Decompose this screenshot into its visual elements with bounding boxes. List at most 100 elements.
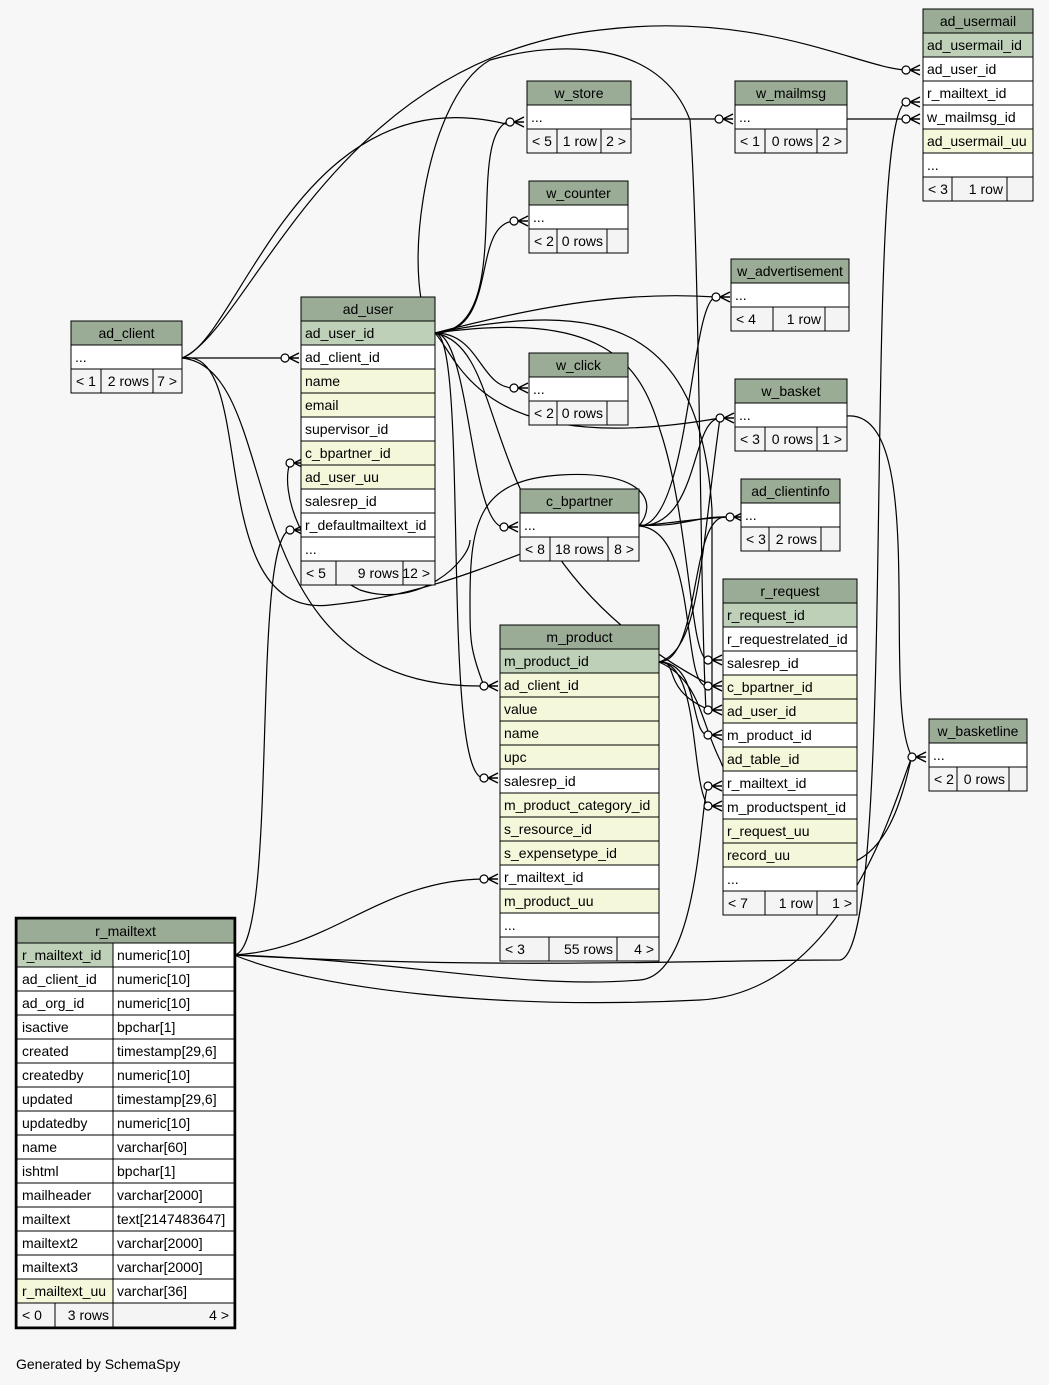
type-cell <box>112 966 235 992</box>
column-name: updatedby <box>22 1115 87 1131</box>
children-count: 8 > <box>614 541 634 557</box>
column-name: ad_user_uu <box>305 469 379 485</box>
fk-marker <box>901 64 921 76</box>
column-name: supervisor_id <box>305 421 388 437</box>
table-m_product[interactable]: m_productm_product_idad_client_idvaluena… <box>499 624 660 962</box>
table-title: w_counter <box>545 185 611 201</box>
table-title: w_mailmsg <box>755 85 826 101</box>
column-type: varchar[36] <box>117 1283 187 1299</box>
table-footer <box>526 128 632 154</box>
fk-marker <box>703 780 723 792</box>
row-count: 1 row <box>787 311 822 327</box>
column-name: ishtml <box>22 1163 59 1179</box>
type-cell <box>112 1086 235 1112</box>
column-cell <box>922 32 1034 58</box>
table-ad_user[interactable]: ad_userad_user_idad_client_idnameemailsu… <box>300 296 436 586</box>
column-cell <box>722 794 858 820</box>
relationship-line <box>658 417 721 663</box>
children-count: 4 > <box>209 1307 229 1323</box>
children-count: 12 > <box>402 565 430 581</box>
column-name: record_uu <box>727 847 790 863</box>
column-cell <box>16 1254 114 1280</box>
fk-marker <box>714 113 734 125</box>
column-name: s_expensetype_id <box>504 845 617 861</box>
column-cell <box>499 816 660 842</box>
column-name: ad_user_id <box>927 61 996 77</box>
relationship-line <box>658 661 709 736</box>
table-header <box>526 80 632 106</box>
table-footer <box>70 368 183 394</box>
column-name: name <box>22 1139 57 1155</box>
column-cell <box>722 746 858 772</box>
children-count: 7 > <box>157 373 177 389</box>
table-footer <box>722 890 858 916</box>
row-count: 2 rows <box>108 373 149 389</box>
column-cell <box>526 104 632 130</box>
column-type: numeric[10] <box>117 995 190 1011</box>
column-cell <box>722 770 858 796</box>
table-header <box>528 352 629 378</box>
table-title: c_bpartner <box>546 493 613 509</box>
column-name: ... <box>524 517 536 533</box>
table-title: w_store <box>553 85 603 101</box>
table-title: m_product <box>546 629 612 645</box>
table-footer <box>499 936 660 962</box>
column-name: m_product_uu <box>504 893 594 909</box>
relationship-line <box>233 101 907 964</box>
relationship-line <box>233 529 291 956</box>
table-footer <box>519 536 640 562</box>
row-count: 0 rows <box>772 431 813 447</box>
relationship-line <box>434 332 515 389</box>
column-name: email <box>305 397 338 413</box>
column-name: ... <box>927 157 939 173</box>
column-cell <box>499 912 660 938</box>
table-title: w_basket <box>760 383 820 399</box>
fk-marker <box>505 116 525 128</box>
column-name: mailheader <box>22 1187 92 1203</box>
column-name: name <box>305 373 340 389</box>
table-header <box>740 478 841 504</box>
parents-count: < 3 <box>505 941 525 957</box>
column-name: mailtext <box>22 1211 70 1227</box>
table-r_request[interactable]: r_requestr_request_idr_requestrelated_id… <box>722 578 858 916</box>
table-header <box>16 918 235 944</box>
row-count: 0 rows <box>964 771 1005 787</box>
column-name: m_product_id <box>504 653 589 669</box>
row-count: 55 rows <box>564 941 613 957</box>
relationship-line <box>638 417 721 527</box>
table-header <box>300 296 436 322</box>
column-name: isactive <box>22 1019 69 1035</box>
column-cell <box>928 742 1028 768</box>
table-ad_usermail[interactable]: ad_usermailad_usermail_idad_user_idr_mai… <box>922 8 1034 202</box>
column-name: created <box>22 1043 69 1059</box>
column-name: r_mailtext_id <box>727 775 806 791</box>
column-cell <box>722 818 858 844</box>
parents-count: < 3 <box>746 531 766 547</box>
relationship-line <box>638 516 731 527</box>
column-type: varchar[2000] <box>117 1235 203 1251</box>
table-title: w_click <box>555 357 602 373</box>
column-name: mailtext2 <box>22 1235 78 1251</box>
table-title: w_advertisement <box>736 263 843 279</box>
column-name: ... <box>745 507 757 523</box>
column-name: r_mailtext_uu <box>22 1283 106 1299</box>
column-cell <box>499 648 660 674</box>
row-count: 1 row <box>969 181 1004 197</box>
column-cell <box>300 368 436 394</box>
column-name: r_mailtext_id <box>504 869 583 885</box>
children-count: 1 > <box>832 895 852 911</box>
column-cell <box>730 282 850 308</box>
column-name: r_request_id <box>727 607 805 623</box>
fk-marker <box>703 704 723 716</box>
